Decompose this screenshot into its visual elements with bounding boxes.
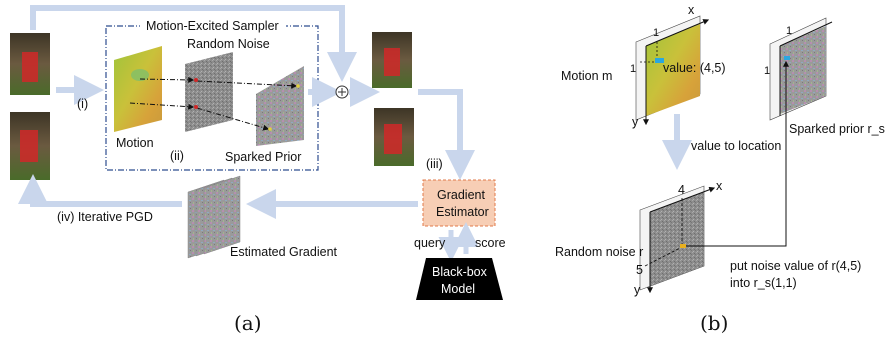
step-i-label: (i)	[77, 97, 88, 111]
motion-axis-x: x	[688, 3, 695, 17]
score-label: score	[475, 236, 506, 250]
motion-label: Motion	[116, 136, 154, 150]
step-iv-label: (iv) Iterative PGD	[57, 210, 153, 224]
gradient-estimator-line2: Estimator	[436, 205, 489, 219]
gradient-estimator-box	[422, 179, 496, 227]
caption-b: (b)	[700, 311, 728, 335]
motion-value-label: value: (4,5)	[663, 61, 726, 75]
panel-b: x y 1 1 value: (4,5) Motion m value to l…	[555, 3, 885, 335]
step-iii-label: (iii)	[426, 157, 443, 171]
sampler-title: Motion-Excited Sampler	[146, 19, 279, 33]
motion-map-icon	[646, 24, 700, 116]
top-loop-arrow	[30, 5, 357, 82]
gradient-estimator-line1: Gradient	[437, 188, 485, 202]
model-line2: Model	[441, 282, 475, 296]
black-box-model	[416, 258, 503, 300]
noise-map-icon	[185, 52, 233, 132]
noise-tick-y-5: 5	[636, 263, 643, 277]
caption-a: (a)	[234, 311, 262, 335]
sparked-prior-label: Sparked prior r_s	[789, 122, 885, 136]
sparked-prior-icon	[256, 66, 304, 146]
arrow-step-iv	[18, 174, 182, 207]
input-video-frames	[10, 33, 50, 180]
put-noise-line1: put noise value of r(4,5)	[730, 259, 861, 273]
motion-axis-y: y	[632, 115, 639, 129]
query-label: query	[414, 236, 446, 250]
perturbed-video-frames	[372, 32, 414, 166]
arrow-step-iii	[418, 89, 475, 180]
noise-highlight-pixel	[680, 244, 686, 248]
mapping-line	[686, 60, 789, 247]
random-noise-label: Random Noise	[187, 37, 270, 51]
estimated-gradient-label: Estimated Gradient	[230, 245, 338, 259]
noise-map-icon	[650, 192, 704, 286]
estimated-gradient-stack	[187, 175, 241, 259]
random-noise-label: Random noise r	[555, 245, 643, 259]
noise-tick-x-4: 4	[678, 183, 685, 197]
motion-map-icon	[114, 46, 162, 132]
panel-a: (i) Motion-Excited Sampler Random Noise …	[10, 5, 506, 335]
value-to-location-label: value to location	[691, 139, 781, 153]
motion-tick-x-1: 1	[653, 27, 659, 39]
put-noise-line2: into r_s(1,1)	[730, 276, 797, 290]
sampling-arrows	[129, 76, 298, 131]
noise-axis-x: x	[716, 179, 723, 193]
motion-highlight-pixel	[655, 58, 664, 63]
motion-tick-y-1: 1	[630, 63, 636, 75]
step-ii-label: (ii)	[170, 149, 184, 163]
sparked-prior-icon	[780, 26, 826, 114]
motion-m-label: Motion m	[561, 69, 612, 83]
sparked-prior-label: Sparked Prior	[225, 150, 301, 164]
model-line1: Black-box	[432, 265, 488, 279]
noise-axis-y: y	[634, 283, 641, 297]
sparked-tick-x-1: 1	[786, 25, 792, 37]
sparked-pixel	[784, 56, 790, 60]
sparked-tick-y-1: 1	[764, 65, 770, 77]
